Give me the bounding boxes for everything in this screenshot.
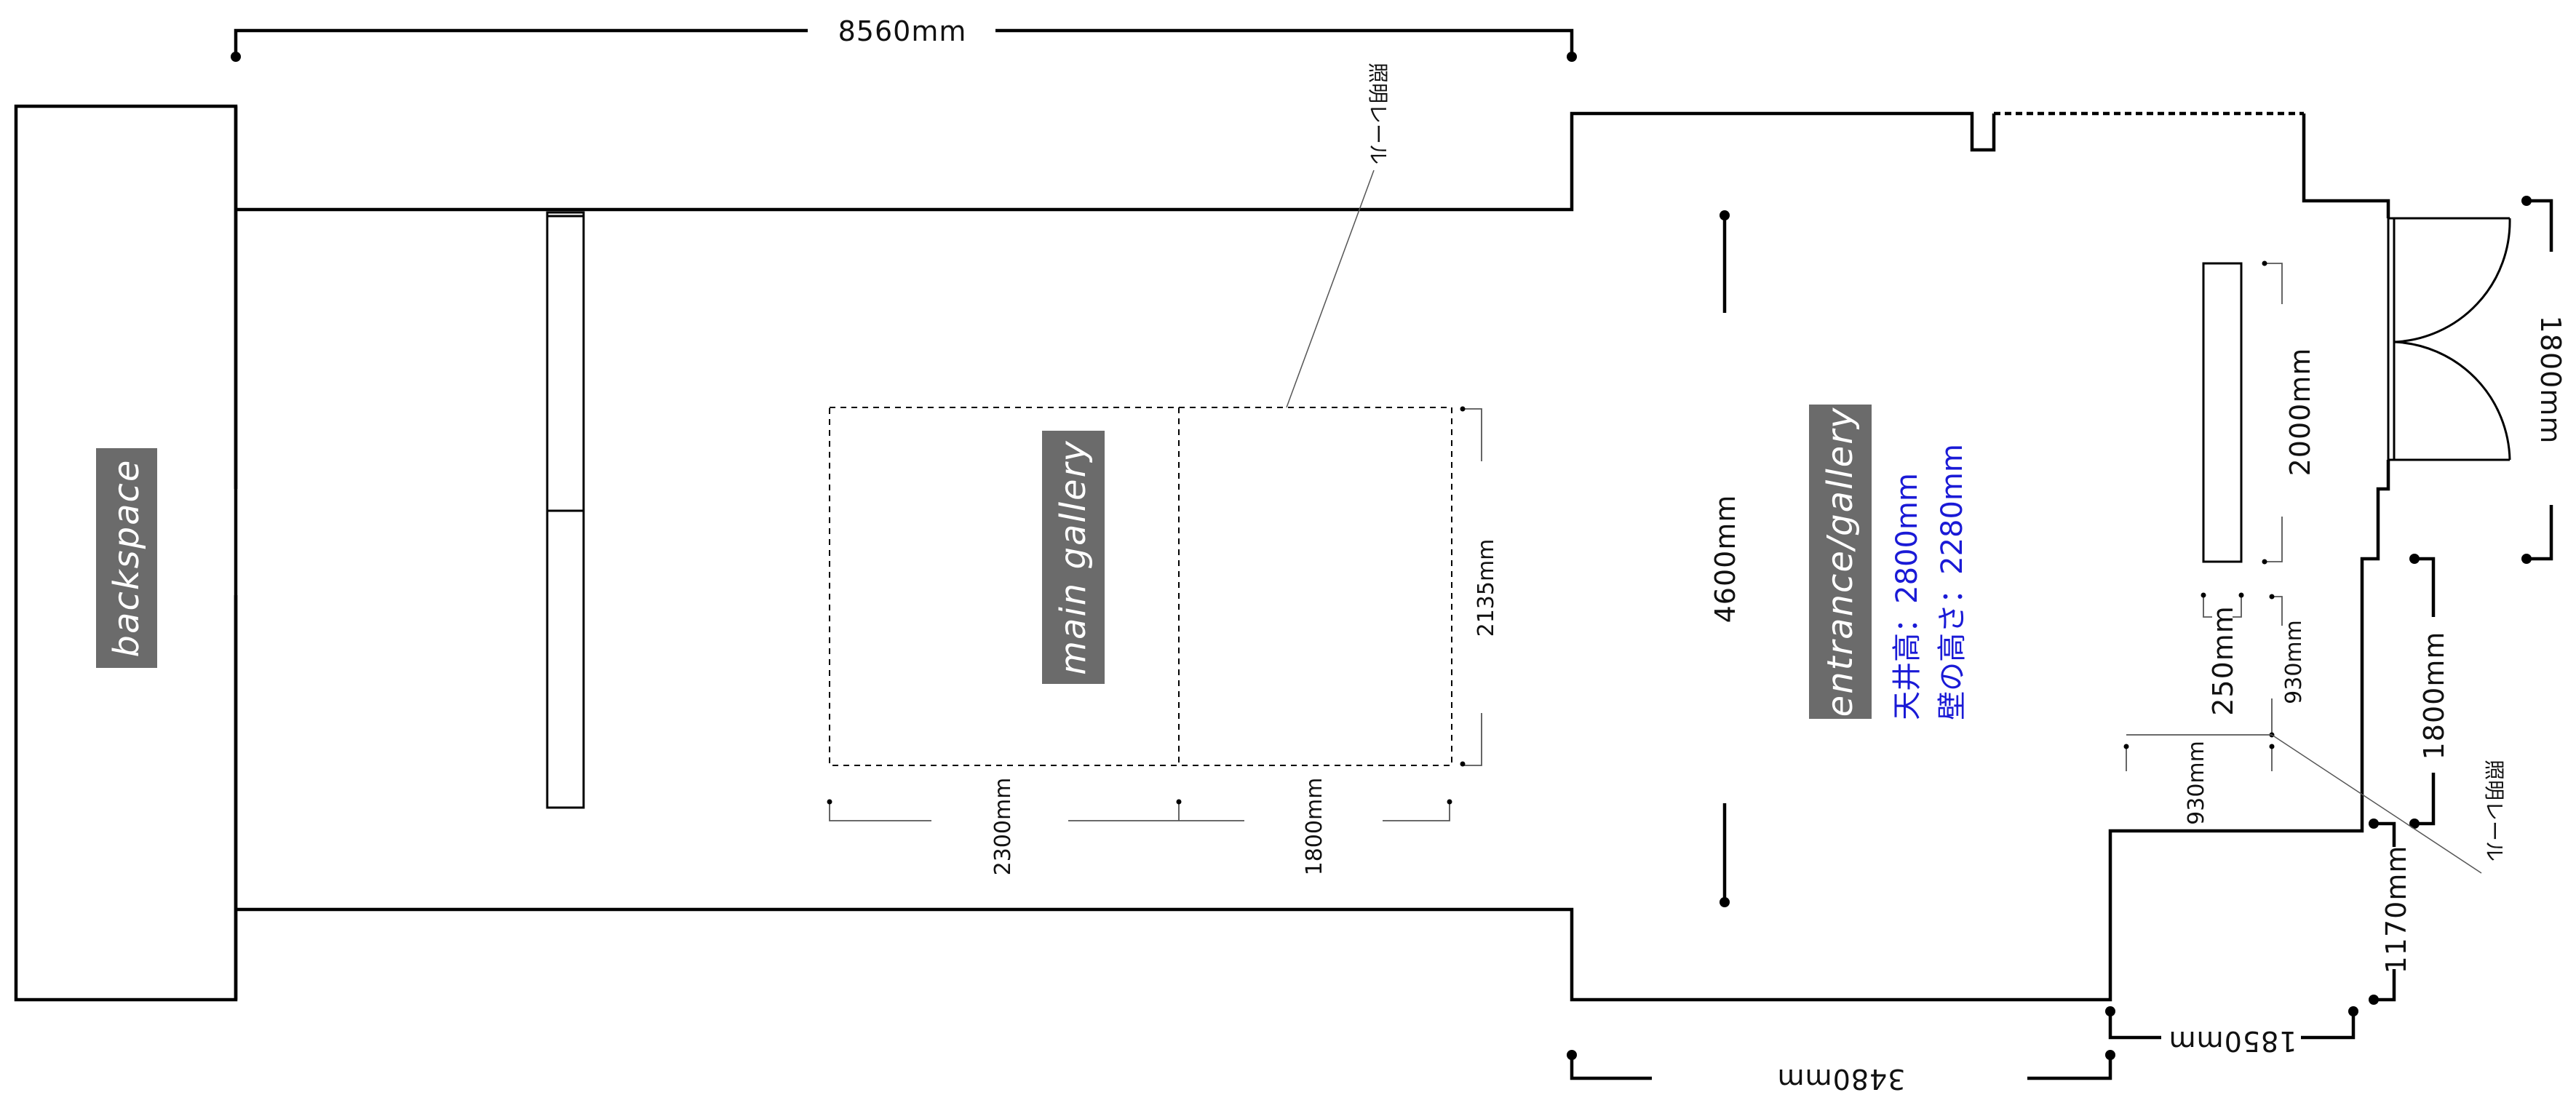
- entrance-gallery-label-bg: [1809, 405, 1872, 719]
- backspace-label: backspace: [106, 459, 147, 658]
- rail-label-right: 照明レール: [2482, 760, 2506, 861]
- walls: [14, 104, 2390, 1002]
- room-labels: backspace main gallery entrance/gallery: [96, 405, 1872, 719]
- ceiling-height-text: 天井高：2800mm: [1891, 473, 1924, 720]
- double-door: [2387, 217, 2511, 461]
- height-info: 天井高：2800mm 壁の高さ：2280mm: [1891, 444, 1969, 720]
- dim-entrance-depth: 4600mm: [1709, 495, 1741, 624]
- dim-bottom-3480: 3480mm: [1777, 1063, 1906, 1095]
- annotations: 照明レール 照明レール: [1366, 63, 2506, 861]
- dim-offset-930-b: 930mm: [2184, 741, 2209, 825]
- left-partition-upper: [546, 211, 585, 512]
- main-top-wall: [236, 111, 1996, 212]
- backspace-outline: [14, 104, 238, 1002]
- dim-panel-length: 2000mm: [2284, 348, 2316, 477]
- left-partition-lower: [546, 509, 585, 809]
- dim-gallery-left: 2300mm: [990, 778, 1016, 876]
- entrance-panel: [2202, 262, 2243, 563]
- right-stepped-wall: [236, 460, 2390, 1002]
- gallery-area: [829, 407, 1452, 766]
- panels: [546, 211, 2243, 809]
- leader-lines: [1286, 170, 2482, 874]
- door-leaf-upper: [2393, 217, 2511, 343]
- door-frame: [2387, 217, 2396, 461]
- rail-right-leader: [2271, 734, 2482, 874]
- dimension-labels: 8560mm 4600mm 2135mm 2300mm 1800mm 2000m…: [838, 15, 2567, 1095]
- main-gallery-label: main gallery: [1053, 439, 1094, 674]
- dim-gallery-height: 2135mm: [1474, 539, 1499, 637]
- dim-gallery-right: 1800mm: [1302, 778, 1327, 876]
- dimension-lines: [231, 28, 2553, 1080]
- entrance-gallery-label: entrance/gallery: [1820, 407, 1861, 717]
- dim-step-1170: 1170mm: [2380, 845, 2412, 974]
- dim-overall-width: 8560mm: [838, 15, 967, 47]
- rail-label-top: 照明レール: [1366, 63, 1390, 164]
- rail-top-leader: [1286, 170, 1375, 408]
- dim-offset-250: 250mm: [2207, 605, 2239, 716]
- door-leaf-lower: [2393, 341, 2511, 461]
- dim-bottom-1850: 1850mm: [2168, 1025, 2297, 1057]
- backspace-label-bg: [96, 448, 157, 668]
- right-upper-wall: [2302, 114, 2390, 218]
- dim-door-right: 1800mm: [2418, 632, 2450, 760]
- main-gallery-label-bg: [1042, 431, 1105, 684]
- gallery-dashed-outline: [829, 407, 1452, 766]
- wall-height-text: 壁の高さ：2280mm: [1936, 444, 1969, 720]
- dim-door-top: 1800mm: [2535, 316, 2567, 445]
- dim-offset-930-a: 930mm: [2281, 620, 2307, 704]
